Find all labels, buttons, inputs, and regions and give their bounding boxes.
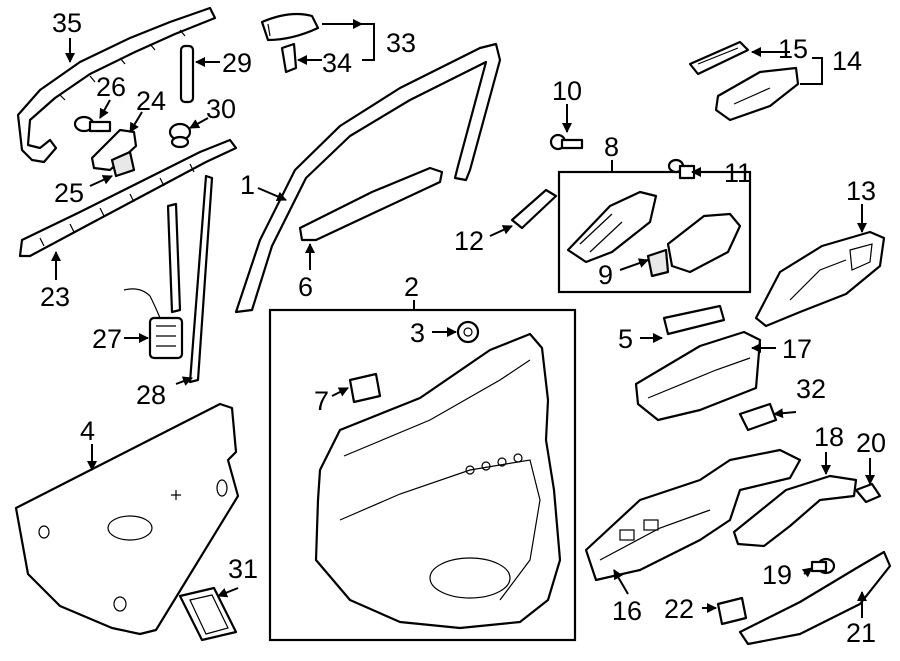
handle-assembly-group-frame [557, 170, 752, 294]
part-16-switch-panel[interactable] [584, 448, 802, 582]
callout-7: 7 [314, 386, 329, 416]
callout-16: 16 [612, 596, 642, 626]
part-12-escutcheon[interactable] [510, 188, 558, 230]
leader-lines [51, 19, 875, 618]
callout-4: 4 [80, 416, 95, 446]
callout-21: 21 [846, 618, 876, 648]
callout-30: 30 [206, 94, 236, 124]
callout-5: 5 [618, 324, 633, 354]
callout-10: 10 [552, 76, 582, 106]
part-24-bracket[interactable] [90, 128, 138, 172]
callout-27: 27 [92, 324, 122, 354]
callout-labels: 35 1 2 3 4 5 6 7 8 9 10 11 12 13 14 15 1… [40, 8, 886, 648]
callout-24: 24 [136, 86, 166, 116]
callout-15: 15 [778, 34, 808, 64]
part-7-clip[interactable] [348, 372, 382, 404]
part-34-clip[interactable] [280, 42, 298, 74]
part-8-handle-housing[interactable] [566, 190, 658, 264]
callout-11: 11 [724, 158, 752, 188]
part-35-upper-trim-strip[interactable] [16, 6, 217, 164]
part-20-cap[interactable] [854, 482, 882, 504]
callout-25: 25 [54, 178, 84, 208]
part-1-frame-molding[interactable] [234, 42, 502, 314]
part-17-armrest-pad[interactable] [634, 330, 762, 422]
part-15-cup[interactable] [688, 40, 750, 76]
callout-18: 18 [814, 422, 844, 452]
part-4-water-deflector[interactable] [14, 402, 240, 636]
callout-33: 33 [386, 28, 416, 58]
part-14-bezel[interactable] [714, 66, 800, 122]
callout-9: 9 [598, 260, 613, 290]
callout-17: 17 [782, 334, 812, 364]
part-13-armrest-trim[interactable] [754, 230, 886, 328]
part-25-pad[interactable] [110, 150, 136, 178]
callout-23: 23 [40, 282, 70, 312]
part-5-bracket[interactable] [662, 304, 726, 336]
part-30-grommet[interactable] [168, 122, 192, 149]
part-26-bolt[interactable] [73, 115, 112, 133]
callout-12: 12 [454, 226, 484, 256]
callout-8: 8 [604, 132, 619, 162]
callout-22: 22 [664, 594, 694, 624]
callout-28: 28 [136, 380, 166, 410]
callout-29: 29 [222, 48, 252, 78]
part-18-pull-handle[interactable] [732, 474, 858, 548]
callout-14: 14 [832, 46, 862, 76]
part-31-switch-housing[interactable] [178, 586, 238, 642]
callout-31: 31 [228, 554, 258, 584]
part-6-belt-molding[interactable] [298, 166, 444, 242]
part-22-clip[interactable] [716, 596, 748, 626]
part-10-screw[interactable] [549, 133, 584, 151]
part-3-retainer[interactable] [456, 320, 480, 344]
callout-26: 26 [96, 72, 126, 102]
part-19-screw[interactable] [810, 557, 836, 575]
part-2-door-trim-panel[interactable] [314, 332, 562, 630]
callout-35: 35 [52, 8, 82, 38]
part-33-cap[interactable] [260, 12, 320, 42]
callout-34: 34 [322, 48, 352, 78]
part-32-plug[interactable] [738, 402, 778, 432]
part-23-trim-rail[interactable] [18, 138, 238, 258]
door-trim-panel-group-frame [268, 308, 577, 642]
callout-13: 13 [846, 176, 876, 206]
callout-3: 3 [410, 318, 425, 348]
callout-6: 6 [298, 272, 313, 302]
callout-1: 1 [240, 170, 255, 200]
callout-20: 20 [856, 428, 886, 458]
part-29-pin[interactable] [179, 44, 195, 104]
part-27-window-regulator[interactable] [123, 202, 184, 360]
callout-32: 32 [796, 374, 826, 404]
part-28-channel[interactable] [188, 174, 214, 384]
part-21-lower-trim[interactable] [738, 550, 892, 646]
part-11-screw[interactable] [667, 158, 696, 180]
part-9-inside-handle[interactable] [646, 212, 742, 278]
callout-2: 2 [404, 272, 419, 302]
callout-19: 19 [762, 560, 792, 590]
